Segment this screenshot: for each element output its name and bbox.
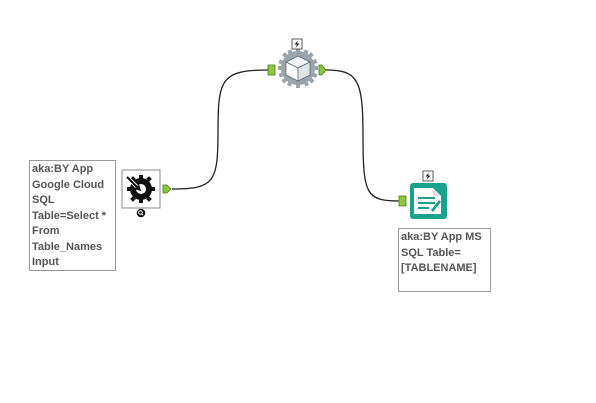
output-data-tool[interactable] bbox=[410, 170, 447, 219]
input-connector-tool[interactable] bbox=[121, 169, 161, 218]
dynamic-input-tool[interactable] bbox=[278, 38, 318, 88]
connection-input-to-dynamic[interactable] bbox=[171, 69, 270, 190]
output-tool-input-anchor[interactable] bbox=[398, 195, 407, 207]
dynamic-input-icon bbox=[278, 48, 318, 88]
browse-icon[interactable] bbox=[136, 208, 146, 218]
dynamic-tool-input-anchor[interactable] bbox=[267, 64, 276, 76]
connection-dynamic-to-output[interactable] bbox=[325, 69, 401, 202]
lightning-badge-icon bbox=[291, 38, 303, 50]
input-tool-annotation[interactable]: aka:BY App Google Cloud SQL Table=Select… bbox=[29, 160, 116, 271]
output-data-icon bbox=[410, 183, 447, 219]
input-tool-output-anchor[interactable] bbox=[162, 184, 172, 194]
connector-input-icon bbox=[125, 175, 155, 203]
lightning-badge-icon bbox=[422, 170, 434, 182]
output-tool-annotation[interactable]: aka:BY App MS SQL Table=[TABLENAME] bbox=[398, 228, 491, 292]
dynamic-tool-output-anchor[interactable] bbox=[318, 64, 327, 76]
